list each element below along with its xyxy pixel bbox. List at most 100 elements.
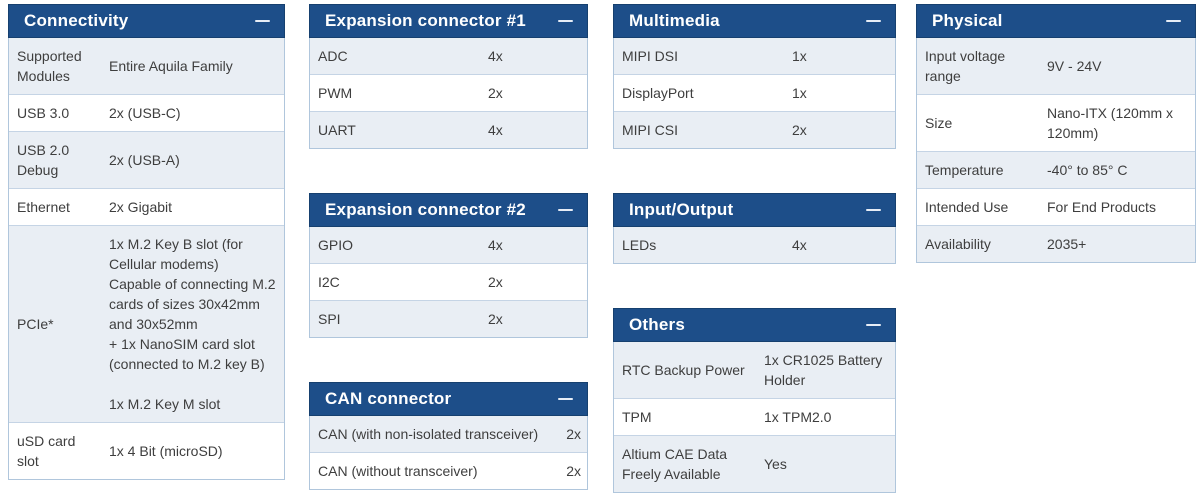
table-row: Temperature -40° to 85° C xyxy=(917,151,1195,189)
card-body: Supported Modules Entire Aquila Family U… xyxy=(8,38,285,480)
collapse-minus-icon[interactable] xyxy=(1166,20,1181,22)
spec-label: Temperature xyxy=(917,151,1037,189)
spec-value: 1x 4 Bit (microSD) xyxy=(109,443,223,459)
spec-value: 4x xyxy=(478,227,587,264)
spec-value: 1x TPM2.0 xyxy=(764,409,832,425)
spec-label: uSD card slot xyxy=(17,433,76,469)
table-row: Size Nano-ITX (120mm x 120mm) xyxy=(917,94,1195,152)
card-title: Multimedia xyxy=(629,11,720,30)
spec-column-1: Connectivity Supported Modules Entire Aq… xyxy=(8,4,285,480)
spec-value: 2x xyxy=(488,274,503,290)
spec-column-4: Physical Input voltage range 9V - 24V Si… xyxy=(916,4,1196,263)
spec-value: 4x xyxy=(782,227,895,263)
spec-label: PCIe* xyxy=(9,225,99,423)
spec-label: SPI xyxy=(310,300,478,337)
card-header-multimedia[interactable]: Multimedia xyxy=(613,4,896,38)
table-row: DisplayPort 1x xyxy=(614,74,895,112)
card-title: CAN connector xyxy=(325,389,452,408)
spec-value: 2x xyxy=(488,85,503,101)
table-row: uSD card slot 1x 4 Bit (microSD) xyxy=(9,422,284,480)
table-row: Intended Use For End Products xyxy=(917,188,1195,226)
table-row: PCIe* 1x M.2 Key B slot (for Cellular mo… xyxy=(9,225,284,423)
card-header-others[interactable]: Others xyxy=(613,308,896,342)
spec-label: USB 2.0 Debug xyxy=(9,131,99,189)
spec-value: 1x CR1025 Battery Holder xyxy=(754,342,895,399)
card-header-connectivity[interactable]: Connectivity xyxy=(8,4,285,38)
card-header-expansion-1[interactable]: Expansion connector #1 xyxy=(309,4,588,38)
spec-value: 2x Gigabit xyxy=(109,199,173,215)
table-row: GPIO 4x xyxy=(310,227,587,264)
table-row: Ethernet 2x Gigabit xyxy=(9,188,284,226)
spec-value: 2x (USB-C) xyxy=(109,105,181,121)
spec-label: CAN (without transceiver) xyxy=(318,463,478,479)
spec-label: TPM xyxy=(622,409,652,425)
spec-label: UART xyxy=(310,111,478,148)
table-row: MIPI CSI 2x xyxy=(614,111,895,148)
spec-table-can: CAN (with non-isolated transceiver) 2x C… xyxy=(310,416,587,489)
spec-value: 2x xyxy=(554,416,587,453)
spec-value: 1x xyxy=(792,85,807,101)
spec-label: USB 3.0 xyxy=(17,105,70,121)
card-header-expansion-2[interactable]: Expansion connector #2 xyxy=(309,193,588,227)
card-body: MIPI DSI 1x DisplayPort 1x MIPI CSI 2x xyxy=(613,38,896,149)
spec-value: -40° to 85° C xyxy=(1037,151,1195,189)
spec-label: MIPI CSI xyxy=(614,111,782,148)
collapse-minus-icon[interactable] xyxy=(558,209,573,211)
card-title: Expansion connector #2 xyxy=(325,200,526,219)
collapse-minus-icon[interactable] xyxy=(558,398,573,400)
spec-card-expansion-1: Expansion connector #1 ADC 4x PWM 2x xyxy=(309,4,588,149)
collapse-minus-icon[interactable] xyxy=(866,209,881,211)
table-row: USB 2.0 Debug 2x (USB-A) xyxy=(9,131,284,189)
card-header-input-output[interactable]: Input/Output xyxy=(613,193,896,227)
collapse-minus-icon[interactable] xyxy=(558,20,573,22)
spec-value: For End Products xyxy=(1047,199,1156,215)
collapse-minus-icon[interactable] xyxy=(255,20,270,22)
table-row: UART 4x xyxy=(310,111,587,148)
spec-label: CAN (with non-isolated transceiver) xyxy=(310,416,555,453)
card-header-can[interactable]: CAN connector xyxy=(309,382,588,416)
table-row: Input voltage range 9V - 24V xyxy=(917,38,1195,95)
spec-value: 2035+ xyxy=(1037,225,1195,262)
spec-value: Entire Aquila Family xyxy=(99,38,284,95)
table-row: Availability 2035+ xyxy=(917,225,1195,262)
spec-table-others: RTC Backup Power 1x CR1025 Battery Holde… xyxy=(614,342,895,492)
spec-value: 4x xyxy=(478,111,587,148)
spec-value: 1x xyxy=(782,38,895,75)
card-title: Connectivity xyxy=(24,11,129,30)
spec-label: ADC xyxy=(310,38,478,75)
spec-card-physical: Physical Input voltage range 9V - 24V Si… xyxy=(916,4,1196,263)
spec-label: MIPI DSI xyxy=(614,38,782,75)
card-title: Others xyxy=(629,315,685,334)
card-title: Input/Output xyxy=(629,200,734,219)
table-row: TPM 1x TPM2.0 xyxy=(614,398,895,436)
spec-card-multimedia: Multimedia MIPI DSI 1x DisplayPort 1x xyxy=(613,4,896,149)
spec-table-connectivity: Supported Modules Entire Aquila Family U… xyxy=(9,38,284,479)
table-row: RTC Backup Power 1x CR1025 Battery Holde… xyxy=(614,342,895,399)
card-title: Expansion connector #1 xyxy=(325,11,526,30)
card-body: Input voltage range 9V - 24V Size Nano-I… xyxy=(916,38,1196,263)
spec-column-3: Multimedia MIPI DSI 1x DisplayPort 1x xyxy=(613,4,896,493)
spec-label: Altium CAE Data Freely Available xyxy=(614,435,754,492)
spec-label: Ethernet xyxy=(17,199,70,215)
spec-card-can: CAN connector CAN (with non-isolated tra… xyxy=(309,382,588,490)
spec-card-others: Others RTC Backup Power 1x CR1025 Batter… xyxy=(613,308,896,493)
card-body: RTC Backup Power 1x CR1025 Battery Holde… xyxy=(613,342,896,493)
card-body: LEDs 4x xyxy=(613,227,896,264)
spec-value: 2x xyxy=(478,300,587,337)
spec-label: I2C xyxy=(318,274,340,290)
spec-label: Availability xyxy=(917,225,1037,262)
table-row: PWM 2x xyxy=(310,74,587,112)
spec-table-expansion-1: ADC 4x PWM 2x UART 4x xyxy=(310,38,587,148)
table-row: Supported Modules Entire Aquila Family xyxy=(9,38,284,95)
spec-table-input-output: LEDs 4x xyxy=(614,227,895,263)
spec-label: PWM xyxy=(318,85,353,101)
spec-table-expansion-2: GPIO 4x I2C 2x SPI 2x xyxy=(310,227,587,337)
collapse-minus-icon[interactable] xyxy=(866,20,881,22)
card-header-physical[interactable]: Physical xyxy=(916,4,1196,38)
table-row: LEDs 4x xyxy=(614,227,895,263)
spec-label: RTC Backup Power xyxy=(614,342,754,399)
spec-table-physical: Input voltage range 9V - 24V Size Nano-I… xyxy=(917,38,1195,262)
spec-label: Size xyxy=(925,115,953,131)
collapse-minus-icon[interactable] xyxy=(866,324,881,326)
